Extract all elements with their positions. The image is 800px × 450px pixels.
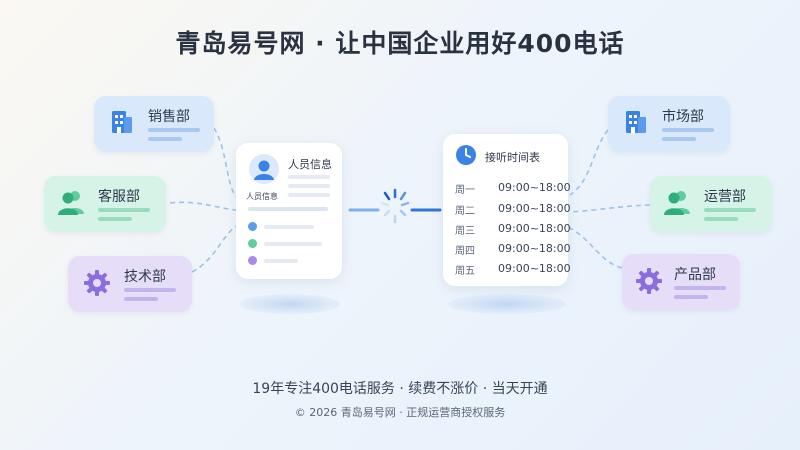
placeholder-line <box>264 242 322 246</box>
copyright: © 2026 青岛易号网 · 正规运营商授权服务 <box>294 406 506 419</box>
building-icon <box>112 111 132 133</box>
users-icon <box>58 191 84 215</box>
dept-card-tech[interactable]: 技术部 <box>68 256 192 312</box>
placeholder-bar <box>704 217 738 221</box>
status-dot-green <box>248 239 257 248</box>
dept-name: 市场部 <box>662 109 704 125</box>
placeholder-line <box>288 175 330 179</box>
placeholder-bar <box>98 208 150 212</box>
placeholder-bar <box>148 137 182 141</box>
placeholder-bar <box>704 208 756 212</box>
building-icon <box>626 111 646 133</box>
person-card-title: 人员信息 <box>288 158 332 171</box>
card-shadow <box>448 294 566 314</box>
placeholder-bar <box>674 295 708 299</box>
placeholder-bar <box>98 217 132 221</box>
placeholder-line <box>288 184 330 188</box>
page-title: 青岛易号网 · 让中国企业用好400电话 <box>175 29 625 58</box>
schedule-title: 接听时间表 <box>485 151 540 164</box>
placeholder-bar <box>148 128 200 132</box>
users-icon <box>664 191 690 215</box>
dept-name: 销售部 <box>148 109 190 125</box>
person-info-card[interactable]: 人员信息 人员信息 <box>236 143 342 279</box>
dept-card-operations[interactable]: 运营部 <box>650 176 772 232</box>
gear-icon <box>636 268 662 294</box>
placeholder-bar <box>662 128 714 132</box>
dept-name: 运营部 <box>704 189 746 205</box>
avatar-caption: 人员信息 <box>246 192 278 201</box>
tagline: 19年专注400电话服务 · 续费不涨价 · 当天开通 <box>252 381 548 397</box>
dept-name: 技术部 <box>124 269 166 285</box>
card-shadow <box>240 294 340 314</box>
status-dot-purple <box>248 256 257 265</box>
placeholder-line <box>288 193 330 197</box>
placeholder-bar <box>674 286 726 290</box>
placeholder-line <box>248 207 328 211</box>
gear-icon <box>84 270 110 296</box>
dept-card-marketing[interactable]: 市场部 <box>608 96 730 152</box>
dept-name: 客服部 <box>98 189 140 205</box>
placeholder-bar <box>662 137 696 141</box>
dept-card-sales[interactable]: 销售部 <box>94 96 214 152</box>
status-dot-blue <box>248 222 257 231</box>
placeholder-line <box>264 259 298 263</box>
placeholder-bar <box>124 297 158 301</box>
placeholder-bar <box>124 288 176 292</box>
user-avatar-icon <box>249 154 279 184</box>
dept-card-support[interactable]: 客服部 <box>44 176 166 232</box>
placeholder-line <box>264 225 314 229</box>
dept-name: 产品部 <box>674 267 716 283</box>
dept-card-product[interactable]: 产品部 <box>622 254 740 310</box>
loading-spinner-icon <box>380 188 410 224</box>
clock-icon <box>456 145 476 165</box>
